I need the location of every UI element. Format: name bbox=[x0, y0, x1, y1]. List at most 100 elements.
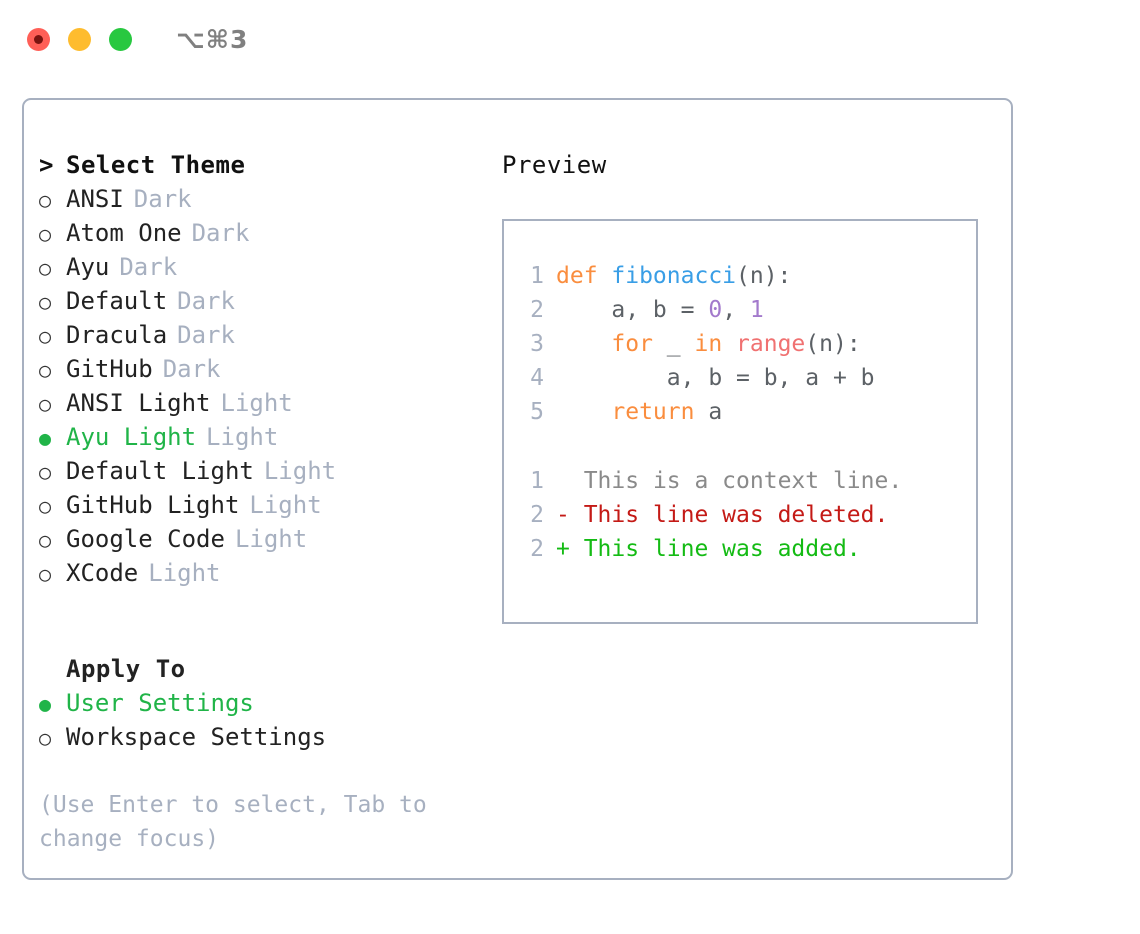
radio-selected-icon[interactable]: ● bbox=[39, 692, 52, 716]
radio-unselected-icon[interactable]: ○ bbox=[39, 358, 52, 382]
code-token: in bbox=[694, 331, 723, 357]
theme-name: Default Light bbox=[66, 457, 254, 485]
code-token: a, b = b, a + b bbox=[556, 365, 875, 391]
radio-unselected-icon[interactable]: ○ bbox=[39, 256, 52, 280]
code-line: 3 for _ in range(n): bbox=[518, 327, 875, 361]
code-line: 5 return a bbox=[518, 395, 875, 429]
theme-variant-tag: Light bbox=[220, 389, 293, 417]
diff-text: This line was deleted. bbox=[569, 502, 889, 528]
theme-name: ANSI bbox=[66, 185, 124, 213]
radio-unselected-icon[interactable]: ○ bbox=[39, 392, 52, 416]
radio-unselected-icon[interactable]: ○ bbox=[39, 222, 52, 246]
code-token: for bbox=[611, 331, 653, 357]
code-line-number: 2 bbox=[530, 297, 544, 323]
code-line-number: 5 bbox=[530, 399, 544, 425]
code-token: fibonacci bbox=[611, 263, 737, 289]
apply-to-header: Apply To bbox=[39, 652, 504, 686]
code-token: 1 bbox=[749, 297, 764, 323]
select-theme-header: > Select Theme bbox=[39, 148, 504, 182]
code-token: _ bbox=[652, 331, 695, 357]
preview-label: Preview bbox=[502, 151, 607, 179]
diff-sample: 1 This is a context line.2- This line wa… bbox=[518, 464, 902, 566]
code-token bbox=[722, 331, 736, 357]
window-title: ⌥⌘3 bbox=[176, 24, 249, 54]
diff-line-number: 2 bbox=[530, 536, 544, 562]
theme-name: XCode bbox=[66, 559, 139, 587]
radio-unselected-icon[interactable]: ○ bbox=[39, 290, 52, 314]
diff-line: 2- This line was deleted. bbox=[518, 498, 902, 532]
radio-unselected-icon[interactable]: ○ bbox=[39, 324, 52, 348]
theme-name: Default bbox=[66, 287, 168, 315]
caret-icon: > bbox=[39, 151, 54, 179]
title-bar: ⌥⌘3 bbox=[0, 0, 1140, 78]
select-theme-label: Select Theme bbox=[66, 151, 246, 179]
theme-list-item[interactable]: ○ Google Code Light bbox=[39, 522, 504, 556]
theme-variant-tag: Dark bbox=[133, 185, 192, 213]
code-line-number: 4 bbox=[530, 365, 544, 391]
apply-to-option[interactable]: ●User Settings bbox=[39, 686, 504, 720]
apply-to-option[interactable]: ○ Workspace Settings bbox=[39, 720, 504, 754]
code-token: , bbox=[722, 297, 750, 323]
apply-to-label: Apply To bbox=[66, 655, 186, 683]
keyboard-hint-line-2: change focus) bbox=[39, 826, 220, 852]
diff-text: This line was added. bbox=[569, 536, 861, 562]
code-token: (n): bbox=[736, 263, 792, 289]
code-token: a bbox=[694, 399, 723, 425]
theme-variant-tag: Light bbox=[234, 525, 308, 553]
code-token: 0 bbox=[708, 297, 723, 323]
theme-list-item[interactable]: ○ ANSI Dark bbox=[39, 182, 504, 216]
code-token bbox=[556, 331, 611, 357]
diff-line: 1 This is a context line. bbox=[518, 464, 902, 498]
minimize-button-icon[interactable] bbox=[68, 27, 91, 51]
keyboard-hint-line-1: (Use Enter to select, Tab to bbox=[39, 792, 427, 818]
close-dot-icon bbox=[34, 34, 43, 44]
code-token: return bbox=[611, 399, 695, 425]
radio-unselected-icon[interactable]: ○ bbox=[39, 460, 52, 484]
code-line-number: 3 bbox=[530, 331, 544, 357]
radio-unselected-icon[interactable]: ○ bbox=[39, 562, 52, 586]
theme-list-item[interactable]: ○ Default Dark bbox=[39, 284, 504, 318]
code-token: (n): bbox=[805, 331, 861, 357]
theme-name: Ayu Light bbox=[66, 423, 197, 451]
diff-marker bbox=[556, 468, 570, 494]
theme-variant-tag: Dark bbox=[177, 287, 235, 315]
radio-unselected-icon[interactable]: ○ bbox=[39, 726, 52, 750]
traffic-light-group bbox=[27, 27, 132, 51]
code-token: a, b = bbox=[556, 297, 709, 323]
code-token: range bbox=[736, 331, 806, 357]
diff-line-number: 1 bbox=[530, 468, 544, 494]
theme-variant-tag: Dark bbox=[119, 253, 178, 281]
diff-marker: + bbox=[556, 536, 570, 562]
diff-text: This is a context line. bbox=[569, 468, 903, 494]
theme-list-item[interactable]: ○ Atom One Dark bbox=[39, 216, 504, 250]
diff-line: 2 + This line was added. bbox=[518, 532, 902, 566]
apply-to-list: ●User Settings ○ Workspace Settings bbox=[39, 686, 504, 754]
theme-variant-tag: Dark bbox=[162, 355, 221, 383]
radio-selected-icon[interactable]: ● bbox=[39, 426, 52, 450]
radio-unselected-icon[interactable]: ○ bbox=[39, 188, 52, 212]
code-token bbox=[556, 399, 611, 425]
theme-name: Google Code bbox=[66, 525, 225, 553]
theme-name: GitHub Light bbox=[66, 491, 240, 519]
code-token: def bbox=[556, 263, 612, 289]
apply-to-option-label: Workspace Settings bbox=[66, 723, 327, 751]
theme-variant-tag: Dark bbox=[191, 219, 250, 247]
theme-name: Atom One bbox=[66, 219, 182, 247]
radio-unselected-icon[interactable]: ○ bbox=[39, 494, 52, 518]
close-button-icon[interactable] bbox=[27, 27, 50, 51]
radio-unselected-icon[interactable]: ○ bbox=[39, 528, 52, 552]
maximize-button-icon[interactable] bbox=[109, 27, 132, 51]
